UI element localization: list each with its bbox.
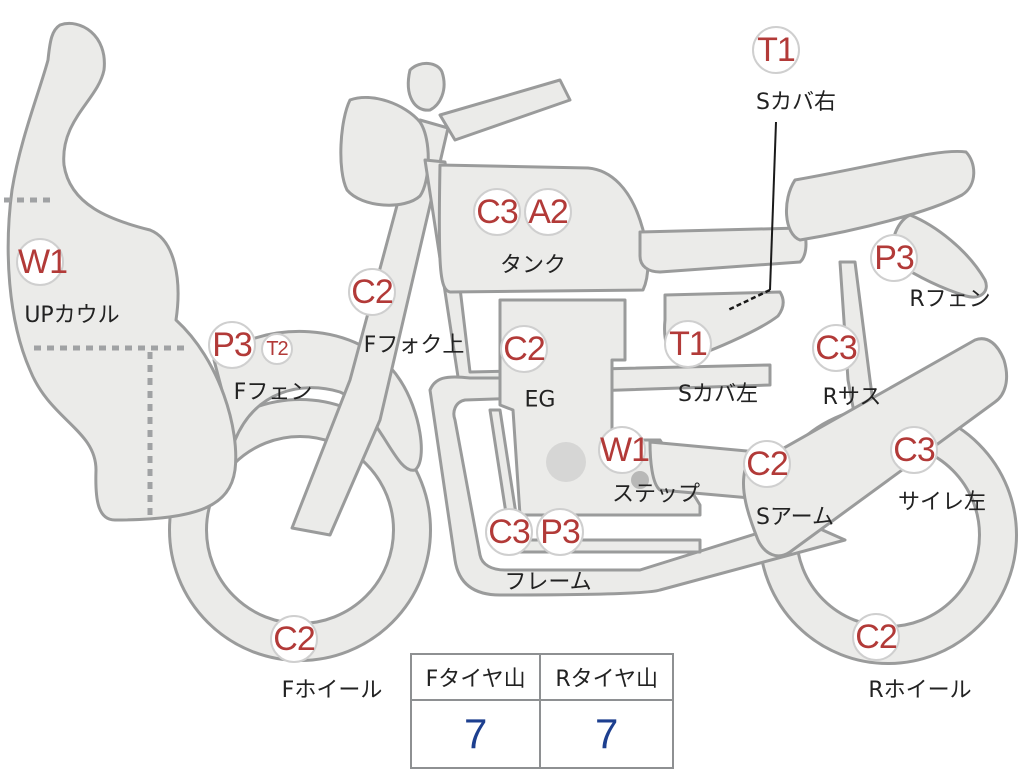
- rear-tire-header: Rタイヤ山: [539, 653, 674, 701]
- rear-tire-value: 7: [539, 699, 674, 769]
- tire-tread-header-row: Fタイヤ山 Rタイヤ山: [409, 653, 674, 701]
- fwheel-label: Fホイール: [281, 678, 383, 703]
- sarm-label: Sアーム: [756, 505, 834, 530]
- tank-c3-badge: C3: [473, 188, 521, 236]
- rwheel-label: Rホイール: [868, 678, 972, 703]
- ffork-c2-badge: C2: [348, 268, 396, 316]
- upcowl-label: UPカウル: [24, 303, 120, 328]
- step-w1-badge: W1: [598, 426, 650, 474]
- tire-tread-value-row: 7 7: [409, 699, 674, 769]
- muffler-c3-badge: C3: [890, 426, 938, 474]
- headlight-shape: [339, 95, 430, 207]
- rwheel-c2-badge: C2: [852, 613, 900, 661]
- frame-p3-badge: P3: [536, 508, 584, 556]
- frame-c3-badge: C3: [485, 508, 533, 556]
- eg-label: EG: [524, 387, 556, 413]
- engine-cover: [546, 442, 586, 482]
- seat-shape: [638, 226, 808, 274]
- rfender-p3-badge: P3: [870, 234, 918, 282]
- tail-cowl-shape: [784, 149, 976, 242]
- muffler-label: サイレ左: [897, 490, 987, 515]
- step-peg-1: [631, 471, 649, 489]
- tire-tread-table: Fタイヤ山 Rタイヤ山 7 7: [409, 653, 674, 769]
- front-tire-value: 7: [409, 699, 542, 769]
- muffler-shape: [741, 337, 1009, 558]
- frame-label: フレーム: [504, 570, 592, 595]
- ffender-label: Fフェン: [233, 380, 313, 405]
- scover-left-label: Sカバ左: [678, 382, 758, 407]
- sarm-c2-badge: C2: [743, 440, 791, 488]
- rsus-label: Rサス: [822, 385, 882, 410]
- front-tire-header: Fタイヤ山: [409, 653, 542, 701]
- upper-cowl-shape: [6, 22, 238, 522]
- step-label: ステップ: [611, 482, 701, 507]
- fwheel-c2-badge: C2: [270, 615, 318, 663]
- tank-label: タンク: [499, 253, 567, 278]
- upper-cowl-split-line: [4, 197, 190, 518]
- side-cover-right-leader: [769, 121, 777, 291]
- handlebar-grip-shape: [438, 78, 572, 142]
- tank-a2-badge: A2: [524, 188, 572, 236]
- ffender-p3-badge: P3: [208, 321, 256, 369]
- scover-left-t1-badge: T1: [664, 320, 712, 368]
- scover-right-label: Sカバ右: [756, 90, 836, 115]
- handlebar-shape: [406, 62, 446, 112]
- eg-c2-badge: C2: [500, 325, 548, 373]
- ffender-t2-badge: T2: [261, 333, 293, 365]
- scover-right-t1-badge: T1: [752, 26, 800, 74]
- rsus-c3-badge: C3: [812, 324, 860, 372]
- ffork-label: Fフォク上: [363, 333, 465, 358]
- upcowl-w1-badge: W1: [16, 238, 68, 286]
- rfender-label: Rフェン: [909, 287, 991, 312]
